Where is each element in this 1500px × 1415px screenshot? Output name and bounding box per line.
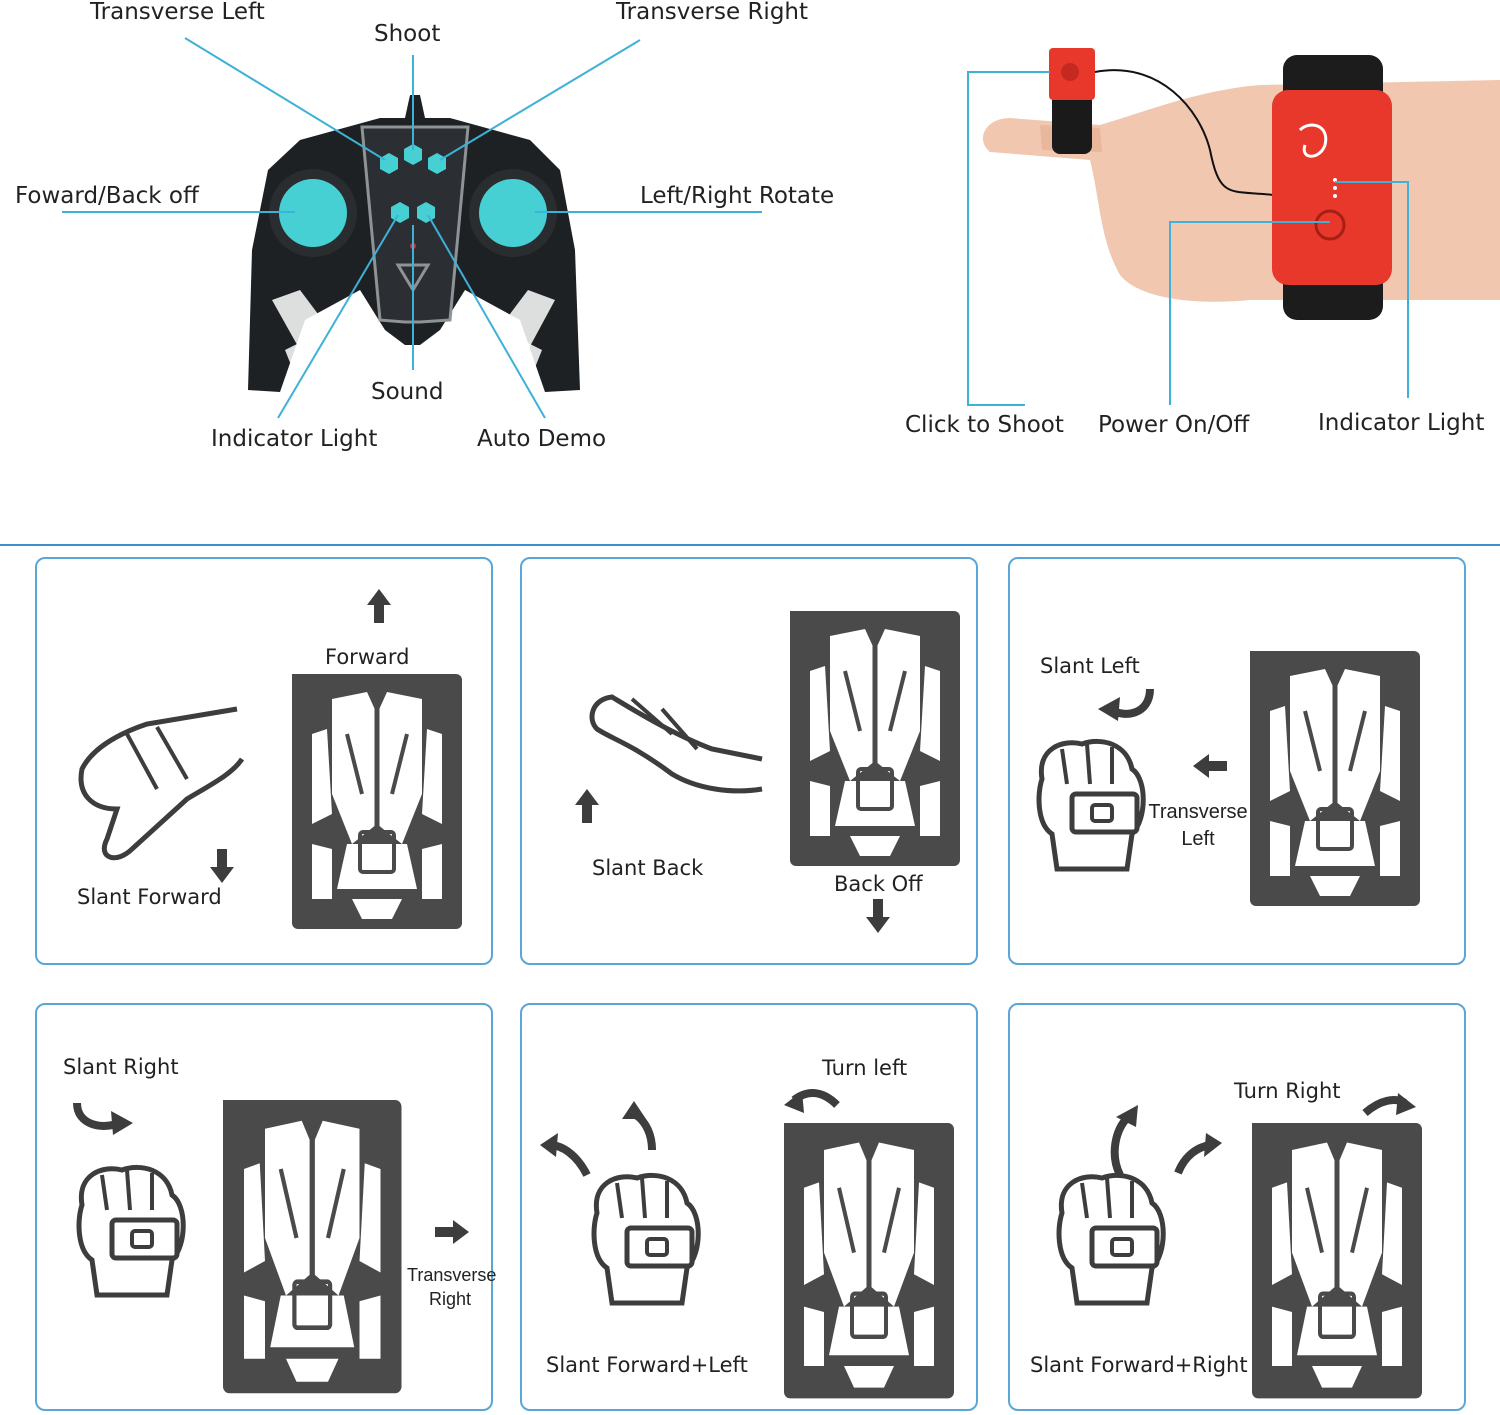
down-arrow-icon [866,899,890,933]
hand-with-wristband [982,48,1500,320]
hand-label-slant-left: Slant Left [1040,654,1140,678]
section-divider [0,544,1500,546]
hand-slant-back-icon [589,694,763,794]
hand-label-slant-forward-right: Slant Forward+Right [1030,1353,1248,1377]
car-label-forward: Forward [325,645,410,669]
curved-arrow-icon [1110,1093,1416,1177]
car-icon [1250,651,1420,906]
curved-arrow-icon [1098,688,1154,721]
label-left-right-rotate: Left/Right Rotate [640,183,835,209]
controller-leader-lines [62,37,762,419]
right-arrow-icon [435,1220,469,1244]
fist-icon [1039,741,1143,869]
car-label-transverse-left: Transverse Left [1148,801,1248,850]
car-label-turn-right: Turn Right [1234,1079,1341,1103]
label-transverse-left: Transverse Left [90,0,265,25]
car-icon [223,1100,402,1393]
fist-icon [594,1175,698,1303]
car-label-transverse-right: Transverse Right [407,1265,497,1310]
label-sound: Sound [371,379,444,405]
car-label-turn-left: Turn left [822,1056,908,1080]
gesture-panel-slant-right: Slant Right Transverse Right [35,1003,497,1411]
wristband-leader-lines [967,71,1409,406]
car-icon [790,611,960,866]
label-power-on-off: Power On/Off [1098,412,1250,438]
gesture-panel-slant-forward-right: Turn Right Slant Forward+Right [1008,1003,1466,1411]
curved-arrow-icon [540,1089,840,1177]
hand-label-slant-forward: Slant Forward [77,885,222,909]
up-arrow-icon [367,589,391,623]
label-click-to-shoot: Click to Shoot [905,412,1064,438]
controller-diagram [62,37,762,419]
gesture-panel-slant-back: Slant Back Back Off [520,557,978,965]
curved-arrow-icon [73,1102,133,1135]
label-transverse-right: Transverse Right [616,0,809,25]
down-arrow-icon [210,849,234,883]
gesture-panel-slant-left: Slant Left Transverse Left [1008,557,1466,965]
car-icon [784,1123,954,1398]
hand-label-slant-forward-left: Slant Forward+Left [546,1353,748,1377]
wristband-diagram [967,48,1500,406]
car-icon [292,674,462,929]
label-forward-back: Foward/Back off [15,183,199,209]
label-auto-demo: Auto Demo [477,426,607,452]
label-shoot: Shoot [374,21,441,47]
up-arrow-icon [575,789,599,823]
gesture-panel-slant-forward-left: Turn left Slant Forward+Left [520,1003,978,1411]
car-icon [1252,1123,1422,1398]
gesture-panel-slant-forward: Forward Slant Forward [35,557,493,965]
fist-icon [1059,1175,1163,1303]
label-indicator-light: Indicator Light [211,426,378,452]
hand-label-slant-back: Slant Back [592,856,704,880]
hand-label-slant-right: Slant Right [63,1055,179,1079]
car-label-back-off: Back Off [834,872,923,896]
fist-icon [79,1167,183,1295]
hand-slant-forward-icon [78,706,245,861]
label-wristband-indicator-light: Indicator Light [1318,410,1485,436]
left-arrow-icon [1193,754,1227,778]
